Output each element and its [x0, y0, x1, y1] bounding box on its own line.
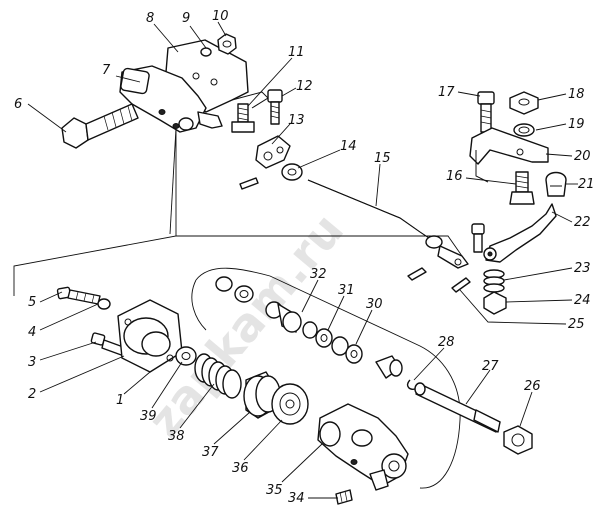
- nut-10: [217, 33, 237, 55]
- washer-19: [513, 123, 535, 137]
- callout-12: 12: [296, 79, 313, 94]
- shaft-27: [414, 382, 501, 433]
- valve-32: [265, 301, 302, 333]
- screw-34: [335, 489, 353, 505]
- callout-25: 25: [568, 317, 585, 332]
- callout-18: 18: [568, 87, 585, 102]
- valve-body-7: [119, 65, 223, 133]
- bolt-16: [509, 171, 535, 205]
- bracket-20: [469, 127, 549, 183]
- knob-21: [545, 171, 567, 197]
- ring-32b: [234, 285, 254, 303]
- callout-36: 36: [232, 461, 249, 476]
- callout-20: 20: [574, 149, 591, 164]
- callout-13: 13: [288, 113, 305, 128]
- callout-26: 26: [524, 379, 541, 394]
- callout-11: 11: [288, 45, 305, 60]
- valve-housing-35: [317, 403, 409, 491]
- callout-22: 22: [574, 215, 591, 230]
- washer-4: [97, 298, 111, 310]
- bolt-11: [231, 103, 255, 133]
- ring-31b: [315, 328, 333, 348]
- rod-15: [307, 179, 469, 269]
- ring-32a: [215, 276, 233, 292]
- callout-16: 16: [446, 169, 463, 184]
- callout-39: 39: [140, 409, 157, 424]
- bolt-5: [56, 286, 101, 305]
- callout-4: 4: [28, 325, 36, 340]
- clevis-13: [255, 135, 291, 169]
- callout-32: 32: [310, 267, 327, 282]
- bolt-17: [477, 91, 495, 133]
- bolt-lever: [471, 223, 485, 253]
- callout-27: 27: [482, 359, 499, 374]
- callout-7: 7: [102, 63, 111, 78]
- disc-36: [271, 383, 309, 425]
- callout-10: 10: [212, 9, 229, 24]
- callout-5: 5: [28, 295, 36, 310]
- callout-9: 9: [182, 11, 190, 26]
- callout-34: 34: [288, 491, 305, 506]
- lever-22: [483, 203, 557, 263]
- callout-21: 21: [578, 177, 595, 192]
- ring-31a: [302, 321, 318, 339]
- callout-14: 14: [340, 139, 357, 154]
- callout-30: 30: [366, 297, 383, 312]
- callout-23: 23: [574, 261, 591, 276]
- sleeve: [375, 355, 403, 379]
- flange-cover-1: [117, 299, 183, 373]
- callout-15: 15: [374, 151, 391, 166]
- callout-3: 3: [28, 355, 36, 370]
- callout-1: 1: [116, 393, 124, 408]
- nut-26: [503, 425, 533, 455]
- callout-2: 2: [28, 387, 36, 402]
- pin-25: [451, 277, 471, 293]
- spring-38: [194, 353, 242, 399]
- callout-37: 37: [202, 445, 219, 460]
- ring-30a: [331, 336, 349, 356]
- callout-24: 24: [574, 293, 591, 308]
- callout-17: 17: [438, 85, 455, 100]
- callout-6: 6: [14, 97, 22, 112]
- washer-9: [200, 47, 212, 57]
- piston-37: [243, 371, 281, 419]
- ring-30b: [345, 344, 363, 364]
- callout-8: 8: [146, 11, 154, 26]
- callout-35: 35: [266, 483, 283, 498]
- bolt-12: [267, 89, 283, 125]
- bolt-6: [61, 103, 139, 149]
- pin: [239, 177, 259, 190]
- pin: [407, 267, 427, 281]
- washer-39: [175, 346, 197, 366]
- spring-23: [483, 269, 505, 293]
- nut-14: [281, 163, 303, 181]
- nut-24: [483, 291, 507, 315]
- callout-31: 31: [338, 283, 355, 298]
- callout-19: 19: [568, 117, 585, 132]
- callout-38: 38: [168, 429, 185, 444]
- callout-28: 28: [438, 335, 455, 350]
- nut-18: [509, 91, 539, 115]
